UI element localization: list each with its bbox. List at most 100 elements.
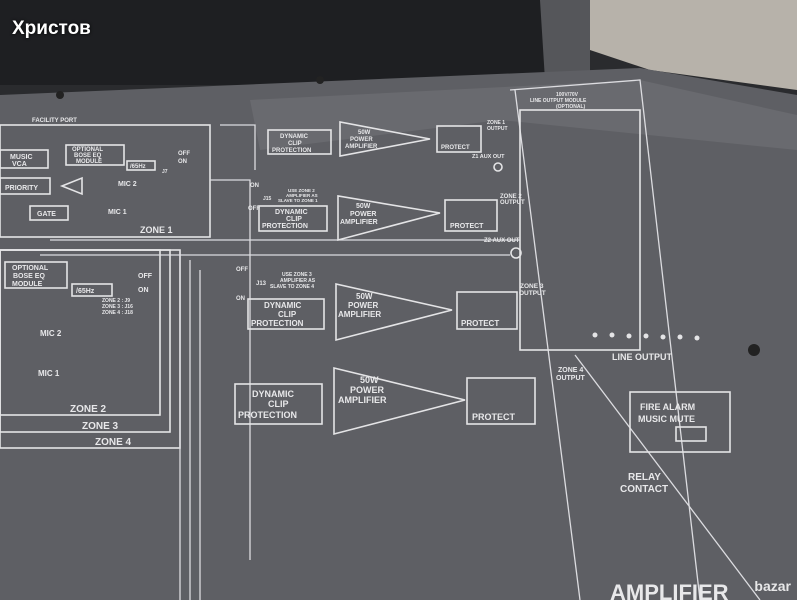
label: OFF (138, 273, 153, 280)
label: J7 (162, 169, 168, 175)
line-output-module (519, 109, 641, 351)
label: CLIP (268, 399, 289, 409)
label: BOSE EQ (74, 153, 102, 159)
label: DYNAMIC (252, 389, 294, 399)
label: AMPLIFIER (338, 395, 387, 405)
priority-block (0, 177, 51, 195)
amp-row-3: OFF J13 ON USE ZONE 3 AMPLIFIER AS SLAVE… (236, 267, 546, 342)
label: POWER (350, 211, 376, 218)
panel-title: AMPLIFIER (610, 580, 729, 600)
label: Z2 AUX OUT (484, 238, 520, 244)
label: MIC 1 (38, 369, 60, 378)
label: PROTECT (472, 412, 516, 422)
label: RELAY (628, 472, 661, 483)
label: ZONE 3 (520, 283, 544, 290)
label: PROTECTION (251, 319, 304, 328)
case-lid (0, 0, 590, 85)
label: 50W (358, 130, 371, 136)
label: J13 (256, 281, 267, 287)
label: CLIP (286, 216, 302, 223)
label: USE ZONE 2 (288, 188, 315, 193)
label: LINE OUTPUT MODULE (530, 98, 587, 104)
filter-block-2 (71, 283, 113, 297)
label: AMPLIFIER (338, 310, 381, 319)
watermark: Христов (12, 18, 91, 39)
label: ZONE 1 (487, 120, 505, 126)
label: DYNAMIC (275, 209, 308, 216)
label: ON (138, 287, 149, 294)
label: ON (236, 296, 245, 302)
glare (250, 80, 797, 150)
label: ZONE 2 (70, 404, 107, 415)
gate-block (29, 205, 69, 221)
label: (OPTIONAL) (556, 104, 585, 110)
line-output-label: LINE OUTPUT (612, 352, 673, 362)
label: OPTIONAL (72, 147, 103, 153)
label: OFF (178, 151, 190, 157)
label: CLIP (278, 310, 297, 319)
label: 100V/70V (556, 92, 579, 98)
label: MODULE (76, 159, 102, 165)
label: CONTACT (620, 484, 668, 495)
screw (56, 91, 64, 99)
label: MUSIC MUTE (638, 414, 695, 424)
floor-background (560, 0, 797, 90)
label: PRIORITY (5, 185, 38, 192)
label: DYNAMIC (280, 134, 309, 140)
amp-row-2: ON J15 OFF USE ZONE 2 AMPLIFIER AS SLAVE… (248, 183, 525, 259)
label: MIC 1 (108, 209, 127, 216)
label: ON (250, 183, 259, 189)
label: PROTECT (441, 145, 470, 151)
fire-alarm-box (629, 391, 731, 453)
label: VCA (12, 161, 27, 168)
label: ZONE 2 : J9 (102, 298, 130, 304)
label: BOSE EQ (13, 273, 45, 280)
label: ZONE 3 (82, 421, 119, 432)
label: SLAVE TO ZONE 4 (270, 284, 314, 290)
label: POWER (350, 137, 373, 143)
screw (748, 344, 760, 356)
label: OUTPUT (519, 290, 546, 297)
lid-edge (540, 0, 590, 80)
label: PROTECT (450, 223, 484, 230)
label: CLIP (288, 141, 302, 147)
zone1-frame (0, 124, 211, 238)
label: PROTECTION (238, 410, 297, 420)
eq-module-block-2 (4, 261, 68, 289)
label: PROTECTION (272, 148, 311, 154)
label: ZONE 4 (558, 367, 583, 374)
label: PROTECT (461, 319, 499, 328)
facility-port-label: FACILITY PORT (32, 118, 77, 124)
screw (316, 76, 324, 84)
line-output-terminals (592, 332, 700, 341)
label: ZONE 4 (95, 437, 132, 448)
label: MODULE (12, 281, 43, 288)
label: /65Hz (130, 164, 146, 170)
label: 50W (360, 375, 379, 385)
label: MUSIC (10, 154, 33, 161)
label: POWER (348, 301, 378, 310)
label: Z1 AUX OUT (472, 154, 505, 160)
preamp-triangle (59, 176, 83, 196)
label: GATE (37, 211, 56, 218)
label: ZONE 2 (500, 194, 522, 200)
label: OFF (236, 267, 248, 273)
label: ZONE 4 : J18 (102, 310, 133, 316)
label: ZONE 1 (140, 225, 173, 235)
label: OUTPUT (487, 126, 508, 132)
label: MIC 2 (118, 181, 137, 188)
label: ON (178, 159, 187, 165)
site-logo: bazar (754, 578, 791, 594)
label: PROTECTION (262, 223, 308, 230)
label: AMPLIFIER AS (286, 193, 318, 198)
label: POWER (350, 385, 385, 395)
label: J15 (263, 196, 272, 202)
label: /65Hz (76, 288, 95, 295)
label: ZONE 3 : J16 (102, 304, 133, 310)
label: FIRE ALARM (640, 402, 695, 412)
label: OUTPUT (556, 375, 586, 382)
filter-block (126, 160, 156, 171)
label: 50W (356, 292, 373, 301)
fire-alarm-connector (675, 426, 707, 442)
